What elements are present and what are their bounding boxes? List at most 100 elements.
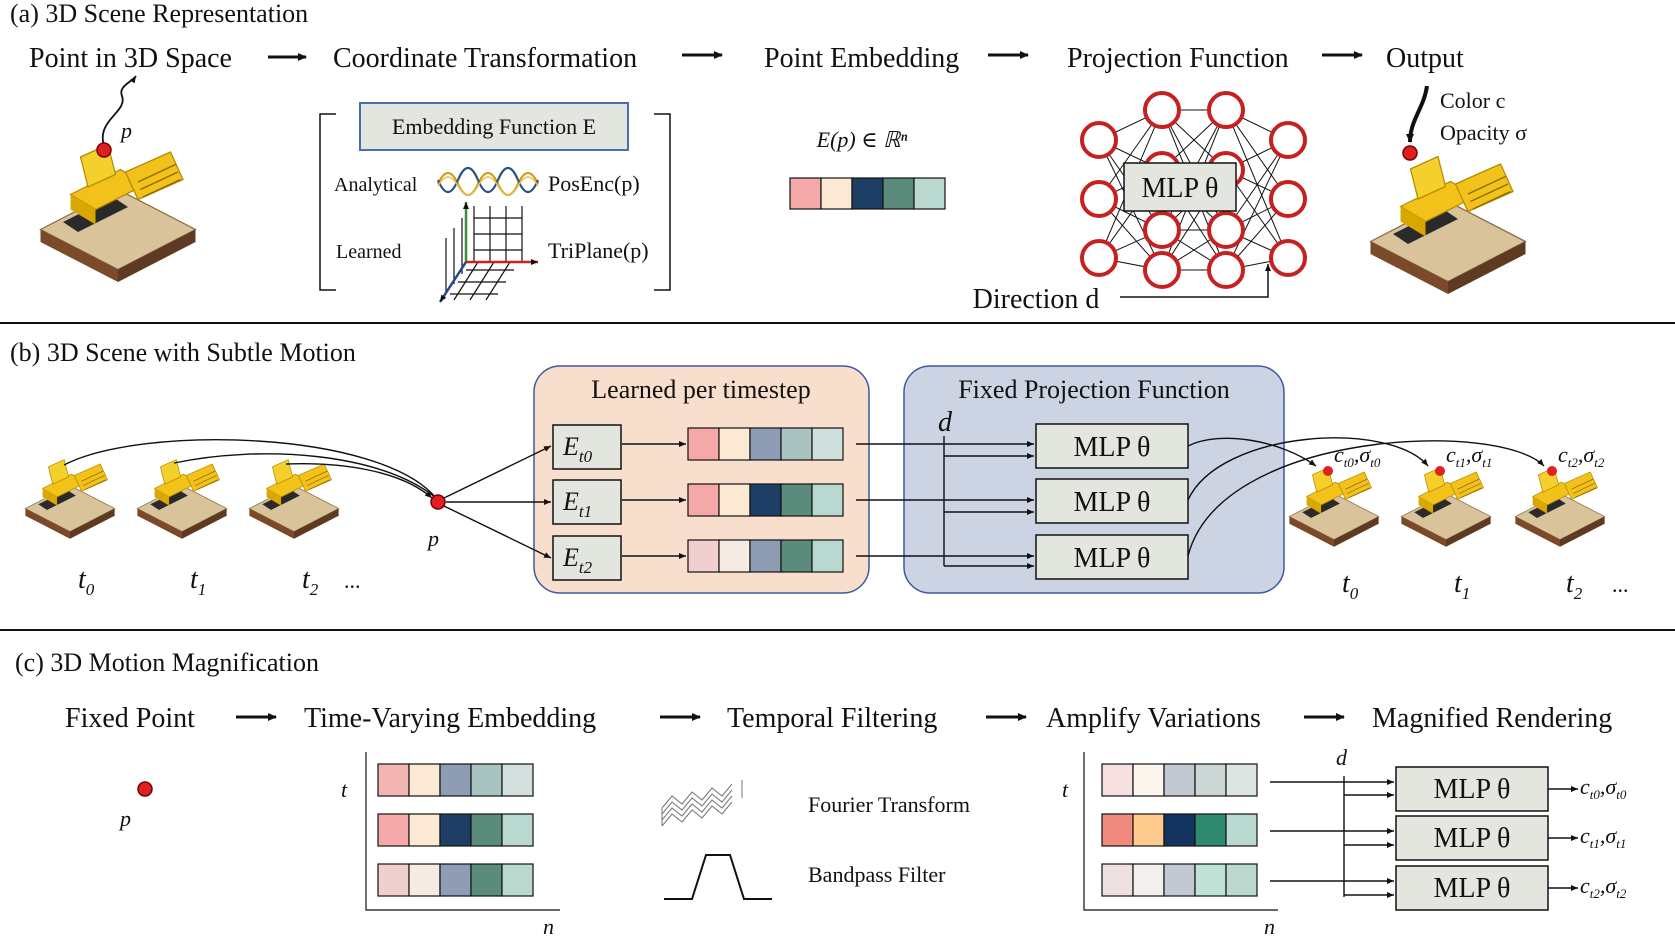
mlp-label: MLP θ bbox=[1434, 873, 1511, 904]
embedding-cell bbox=[1101, 763, 1134, 797]
mlp-neuron bbox=[1269, 121, 1307, 159]
amplify-axes bbox=[1083, 752, 1278, 911]
stage-coordinate-transformation: Coordinate Transformation bbox=[333, 43, 637, 74]
output-scene-t0 bbox=[1288, 467, 1380, 548]
triplane-grid-icon bbox=[445, 206, 523, 301]
embedding-axes bbox=[365, 752, 560, 911]
embedding-box-label: Et0 bbox=[562, 432, 593, 466]
output-time-label-t1: t1 bbox=[1454, 568, 1470, 603]
mlp-neuron bbox=[1143, 251, 1181, 289]
embedding-cell bbox=[811, 427, 844, 461]
embedding-cell bbox=[1163, 763, 1196, 797]
embedding-cell bbox=[1225, 763, 1258, 797]
embedding-cell bbox=[439, 863, 472, 897]
embedding-cell bbox=[811, 483, 844, 517]
embedding-cell bbox=[687, 483, 720, 517]
point-p-dot bbox=[96, 142, 112, 158]
mlp-neuron bbox=[1080, 121, 1118, 159]
output-label-t2: ct2,σt2 bbox=[1558, 442, 1605, 470]
axis-n-label: n bbox=[1264, 914, 1275, 937]
time-label-t1: t1 bbox=[190, 564, 206, 599]
embedding-vector bbox=[789, 177, 946, 210]
mlp-neuron bbox=[1269, 239, 1307, 277]
mlp-box-t2 bbox=[1395, 865, 1549, 911]
output-point-dot bbox=[1402, 145, 1418, 161]
embedding-cell bbox=[1225, 813, 1258, 847]
embedding-box-label: Et2 bbox=[562, 543, 593, 577]
output-point-dot bbox=[1435, 466, 1445, 476]
panel-b-title: (b) 3D Scene with Subtle Motion bbox=[10, 338, 356, 367]
svg-text:t1: t1 bbox=[190, 564, 206, 599]
triplane-axis-z bbox=[438, 261, 468, 303]
lego-scene-output-image bbox=[1369, 155, 1527, 295]
direction-label: Direction d bbox=[973, 284, 1100, 315]
mlp-neuron bbox=[1207, 251, 1245, 289]
mlp-box bbox=[1123, 162, 1237, 212]
embedding-cell bbox=[820, 177, 853, 210]
embedding-cell bbox=[377, 863, 410, 897]
mlp-network-nodes bbox=[1080, 91, 1307, 289]
output-point-dot bbox=[1323, 466, 1333, 476]
mlp-label: MLP θ bbox=[1074, 487, 1151, 518]
embedding-cell bbox=[718, 539, 751, 573]
mlp-box-t0 bbox=[1035, 423, 1189, 469]
bandpass-filter-label: Bandpass Filter bbox=[808, 862, 946, 887]
direction-d-label: d bbox=[1336, 745, 1348, 770]
embedding-vectors bbox=[687, 427, 844, 573]
time-label-t0: t0 bbox=[78, 564, 95, 599]
output-point-dot bbox=[1547, 466, 1557, 476]
stage-temporal-filtering: Temporal Filtering bbox=[727, 703, 937, 734]
fixed-point-dot bbox=[137, 781, 153, 797]
output-label-t1: ct1,σt1 bbox=[1446, 442, 1492, 470]
mlp-neuron bbox=[1269, 180, 1307, 218]
embedding-box-t0 bbox=[552, 424, 622, 470]
embedding-cell bbox=[1132, 763, 1165, 797]
embedding-cell bbox=[377, 763, 410, 797]
output-label-t2: ct2,σt2 bbox=[1580, 873, 1627, 901]
panel-a-title: (a) 3D Scene Representation bbox=[10, 0, 308, 28]
point-p-label: p bbox=[119, 118, 132, 143]
point-pointer-arrow bbox=[101, 75, 137, 147]
stage-point-in-3d-space: Point in 3D Space bbox=[29, 43, 232, 74]
output-time-label-t2: t2 bbox=[1566, 568, 1583, 603]
embedding-cell bbox=[811, 539, 844, 573]
mlp-edge bbox=[1225, 139, 1289, 271]
embedding-expression: E(p) ∈ ℝⁿ bbox=[816, 127, 908, 152]
amplified-embedding-vectors bbox=[1101, 763, 1258, 897]
embedding-cell bbox=[718, 427, 751, 461]
fixed-point-label: p bbox=[118, 806, 131, 831]
output-label-t0: ct0,σt0 bbox=[1334, 442, 1381, 470]
embedding-cell bbox=[1225, 863, 1258, 897]
embedding-cell bbox=[501, 863, 534, 897]
embedding-cell bbox=[408, 763, 441, 797]
svg-text:t0: t0 bbox=[78, 564, 95, 599]
embedding-cell bbox=[1163, 863, 1196, 897]
bandpass-filter-icon bbox=[664, 854, 772, 900]
embedding-cell bbox=[1194, 863, 1227, 897]
embedding-cell bbox=[1101, 813, 1134, 847]
embedding-cell bbox=[470, 813, 503, 847]
mlp-label: MLP θ bbox=[1434, 774, 1511, 805]
embedding-cell bbox=[501, 813, 534, 847]
axis-n-label: n bbox=[543, 914, 554, 937]
svg-text:t2: t2 bbox=[302, 564, 319, 599]
embedding-box-t1 bbox=[552, 479, 622, 525]
mlp-neuron bbox=[1207, 211, 1245, 249]
mlp-neuron bbox=[1080, 239, 1118, 277]
mlp-neuron bbox=[1207, 91, 1245, 129]
stage-point-embedding: Point Embedding bbox=[764, 43, 959, 74]
output-scene-t1 bbox=[1400, 467, 1492, 548]
left-bracket bbox=[319, 113, 336, 291]
mlp-to-output-arrow bbox=[1187, 440, 1545, 557]
mlp-neuron bbox=[1143, 91, 1181, 129]
mlp-box-t1 bbox=[1035, 478, 1189, 524]
embedding-cell bbox=[439, 763, 472, 797]
lego-scene-t0 bbox=[25, 459, 116, 540]
posenc-wave-icon bbox=[436, 166, 540, 197]
svg-text:t1: t1 bbox=[1454, 568, 1470, 603]
fixed-projection-title: Fixed Projection Function bbox=[958, 375, 1230, 404]
axis-t-label: t bbox=[1062, 777, 1069, 802]
embedding-cell bbox=[470, 863, 503, 897]
output-color-label: Color c bbox=[1440, 88, 1506, 113]
embedding-cell bbox=[1194, 763, 1227, 797]
